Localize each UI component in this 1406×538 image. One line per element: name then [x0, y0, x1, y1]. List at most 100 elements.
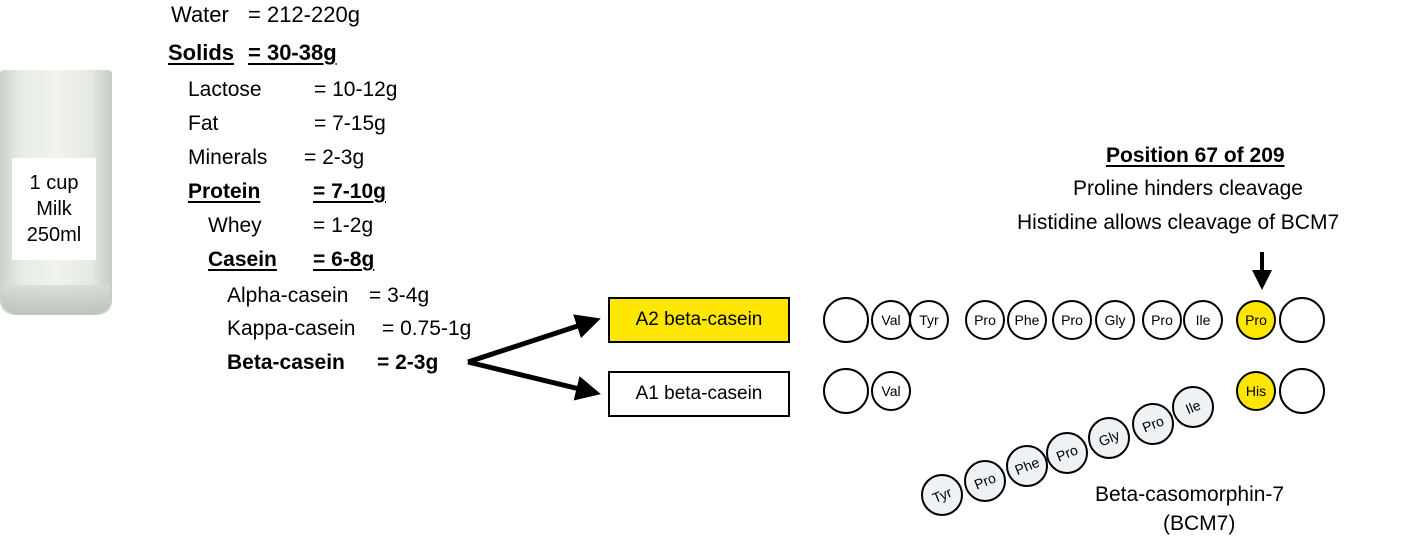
bcm7-residue-3: Pro	[1046, 432, 1088, 474]
a2-residue-7-circle	[1142, 300, 1182, 340]
fat-label: Fat	[188, 112, 219, 135]
fat-value: = 7-15g	[314, 112, 386, 135]
a2-residue-4: Phe	[1007, 300, 1047, 340]
a1-residue-left-1-label: Val	[881, 383, 900, 399]
lactose-label: Lactose	[188, 78, 262, 101]
a2-residue-1: Val	[871, 300, 911, 340]
whey-label: Whey	[208, 214, 262, 237]
a2-residue-6: Gly	[1095, 300, 1135, 340]
bcm7-residue-5-circle	[1132, 403, 1174, 445]
water-value: = 212-220g	[248, 2, 360, 27]
alpha-casein-label: Alpha-casein	[227, 284, 349, 307]
casein-value: = 6-8g	[313, 248, 375, 271]
a2-residue-9: Pro	[1236, 300, 1276, 340]
bcm7-residue-4-label: Gly	[1096, 427, 1121, 450]
bcm7-residue-3-circle	[1046, 432, 1088, 474]
bcm7-residue-1-circle	[964, 460, 1006, 502]
bcm7-residue-0-label: Tyr	[930, 484, 954, 506]
a2-residue-2-circle	[909, 300, 949, 340]
a2-residue-3: Pro	[965, 300, 1005, 340]
protein-label: Protein	[188, 180, 261, 203]
kappa-casein-value: = 0.75-1g	[382, 317, 472, 340]
lactose-value: = 10-12g	[314, 78, 398, 101]
a2-chain: Val Tyr Pro Phe Pro Gly Pro Ile Pro	[823, 297, 1325, 343]
annotation-line-1: Proline hinders cleavage	[1073, 177, 1303, 200]
a2-residue-3-label: Pro	[974, 312, 996, 328]
a2-residue-6-circle	[1095, 300, 1135, 340]
a1-beta-casein-label: A1 beta-casein	[635, 383, 763, 404]
solids-label: Solids	[168, 40, 235, 65]
arrow-to-a2	[467, 314, 601, 365]
a2-residue-0-circle	[823, 297, 869, 343]
milk-glass-base	[2, 285, 110, 315]
a2-residue-2: Tyr	[909, 300, 949, 340]
a2-residue-5-label: Pro	[1061, 312, 1083, 328]
water-label: Water	[171, 2, 229, 27]
a2-residue-0	[823, 297, 869, 343]
a1-beta-casein-box: A1 beta-casein	[608, 371, 790, 417]
a2-residue-8-circle	[1183, 300, 1223, 340]
a2-residue-5: Pro	[1052, 300, 1092, 340]
kappa-casein-label: Kappa-casein	[227, 317, 356, 340]
arrow-to-a1	[467, 359, 601, 401]
a2-beta-casein-label: A2 beta-casein	[635, 309, 763, 330]
a2-residue-4-circle	[1007, 300, 1047, 340]
glass-label-line-3: 250ml	[26, 224, 82, 246]
a2-residue-7: Pro	[1142, 300, 1182, 340]
bcm7-residue-0-circle	[921, 474, 963, 516]
solids-value: = 30-38g	[248, 40, 337, 65]
beta-casein-label: Beta-casein	[227, 351, 345, 374]
bcm7-residue-4-circle	[1088, 417, 1130, 459]
bcm7-caption-line-2: (BCM7)	[1163, 512, 1236, 535]
beta-casein-value: = 2-3g	[377, 351, 439, 374]
glass-label-line-2: Milk	[36, 198, 72, 220]
bcm7-residue-4: Gly	[1088, 417, 1130, 459]
bcm7-caption-line-1: Beta-casomorphin-7	[1095, 483, 1285, 506]
bcm7-residue-2: Phe	[1006, 445, 1048, 487]
protein-value: = 7-10g	[313, 180, 386, 203]
glass-label: 1 cup Milk 250ml	[12, 158, 96, 260]
a1-residue-left-0-circle	[823, 368, 869, 414]
a2-residue-10	[1279, 297, 1325, 343]
a2-residue-7-label: Pro	[1151, 312, 1173, 328]
a1-residue-left-1-circle	[871, 371, 911, 411]
a2-residue-6-label: Gly	[1105, 312, 1126, 328]
glass-label-line-1: 1 cup	[29, 172, 79, 194]
bcm7-residue-6-circle	[1172, 386, 1214, 428]
a2-residue-3-circle	[965, 300, 1005, 340]
a1-residue-right-1	[1279, 368, 1325, 414]
a1-residue-right-0-label: His	[1246, 383, 1266, 399]
a2-residue-4-label: Phe	[1015, 312, 1040, 328]
bcm7-residue-1: Pro	[964, 460, 1006, 502]
whey-value: = 1-2g	[313, 214, 374, 237]
bcm7-residue-0: Tyr	[921, 474, 963, 516]
a2-residue-10-circle	[1279, 297, 1325, 343]
a1-residue-left-0	[823, 368, 869, 414]
a1-chain: Val His	[823, 368, 1325, 414]
minerals-label: Minerals	[188, 146, 268, 169]
a2-beta-casein-box: A2 beta-casein	[608, 297, 790, 343]
alpha-casein-value: = 3-4g	[369, 284, 430, 307]
bcm7-residue-6: Ile	[1172, 386, 1214, 428]
annotation-line-2: Histidine allows cleavage of BCM7	[1017, 211, 1340, 234]
a1-residue-right-0-circle	[1236, 371, 1276, 411]
a2-residue-9-circle	[1236, 300, 1276, 340]
a2-residue-8: Ile	[1183, 300, 1223, 340]
bcm7-residue-1-label: Pro	[972, 469, 998, 492]
a2-residue-5-circle	[1052, 300, 1092, 340]
a1-residue-right-1-circle	[1279, 368, 1325, 414]
a1-residue-left-1: Val	[871, 371, 911, 411]
a2-residue-2-label: Tyr	[919, 312, 939, 328]
a2-residue-9-label: Pro	[1245, 312, 1267, 328]
bcm7-residue-2-circle	[1006, 445, 1048, 487]
minerals-value: = 2-3g	[304, 146, 365, 169]
a2-residue-8-label: Ile	[1196, 312, 1211, 328]
bcm7-residue-3-label: Pro	[1054, 441, 1080, 464]
bcm7-residue-5-label: Pro	[1140, 412, 1166, 435]
casein-label: Casein	[208, 248, 277, 271]
a1-residue-right-0: His	[1236, 371, 1276, 411]
bcm7-residue-6-label: Ile	[1183, 397, 1203, 417]
bcm7-residue-5: Pro	[1132, 403, 1174, 445]
